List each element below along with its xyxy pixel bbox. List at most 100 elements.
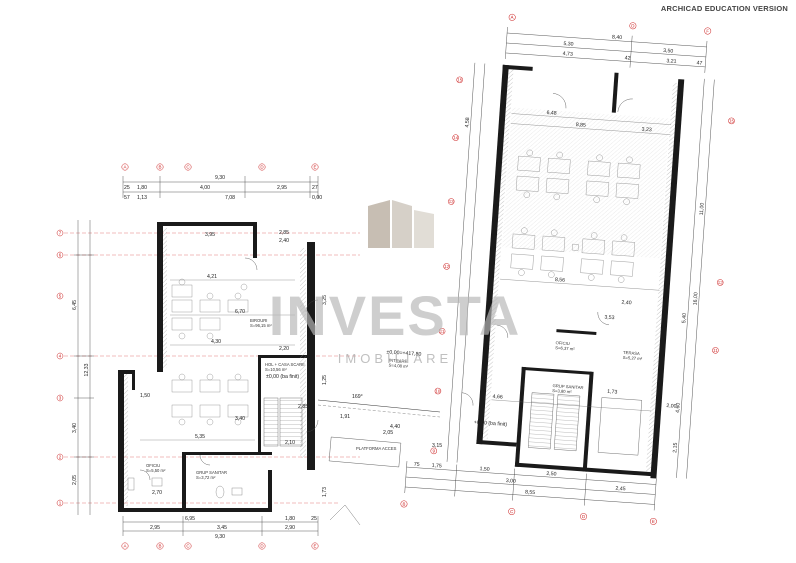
misc-dim-1: 1,91 bbox=[340, 414, 350, 420]
right-inner-dim-5: 3,53 bbox=[604, 314, 615, 321]
left-grid-markers-bottom: A B C D E bbox=[121, 542, 319, 550]
right-doors bbox=[461, 93, 633, 406]
left-grid-bottom-5: E bbox=[313, 544, 316, 549]
left-sanitary bbox=[127, 477, 243, 499]
right-inner-dim-4: 8,56 bbox=[555, 277, 566, 284]
left-top-dim2-2: 1,13 bbox=[137, 195, 147, 201]
entry-platform: PLATFORMA ACCES 169° 1,91 4,40 2,05 3,15… bbox=[298, 394, 442, 526]
left-inner-dim-1: 4,21 bbox=[207, 274, 217, 280]
left-grid-top-3: C bbox=[186, 165, 190, 170]
right-grid-markers-top: A D F bbox=[508, 13, 712, 35]
left-grid-top-5: E bbox=[313, 165, 316, 170]
left-grid-bottom-1: A bbox=[123, 544, 126, 549]
left-side-dim-3: 3,40 bbox=[72, 423, 78, 433]
right-grid-bottom-1: B bbox=[402, 501, 405, 506]
left-grid-side-1: 7 bbox=[59, 231, 62, 236]
right-inner-dim-1: 6,48 bbox=[546, 110, 557, 117]
left-walls bbox=[118, 222, 315, 512]
left-side-dim-2: 12,33 bbox=[84, 363, 90, 376]
right-bottom-dim-4: 2,50 bbox=[546, 471, 557, 478]
left-inner-dim-8: 2,70 bbox=[152, 490, 162, 496]
edition-note: ARCHICAD EDUCATION VERSION bbox=[660, 4, 788, 13]
left-bottom-dim-1: 2,95 bbox=[150, 525, 160, 531]
left-grid-top-1: A bbox=[123, 165, 126, 170]
left-top-dim2-1: 57 bbox=[124, 195, 130, 201]
right-side-dimensions bbox=[446, 62, 715, 479]
left-side-dimensions bbox=[74, 220, 94, 515]
left-top-dimensions bbox=[122, 176, 319, 198]
right-room-intrare-area: S=4,08 m² bbox=[388, 363, 408, 369]
right-grid-top-2: D bbox=[631, 23, 635, 28]
left-bottom-dim-3: 2,90 bbox=[285, 525, 295, 531]
left-inner-dim-4: 3,95 bbox=[205, 232, 215, 238]
right-grid-side-r1: 15 bbox=[729, 118, 735, 123]
left-wall-insulation-2 bbox=[124, 374, 128, 506]
right-wall-insulation bbox=[482, 69, 514, 439]
right-inner-dim-8: 1,73 bbox=[607, 389, 618, 396]
misc-dim-2: 4,40 bbox=[390, 424, 400, 430]
left-room-birouri: BIROURI bbox=[250, 318, 267, 323]
left-top-dim-3: 4,00 bbox=[200, 185, 210, 191]
left-level: ±0,00 (ba finit) bbox=[266, 374, 299, 380]
left-top-dim-4: 2,95 bbox=[277, 185, 287, 191]
right-bottom-total: 8,55 bbox=[525, 489, 536, 496]
right-grid-side-7: 9 bbox=[432, 448, 435, 453]
left-room-grup-sanitar-area: S=3,72 m² bbox=[196, 475, 216, 480]
right-grid-side-1: 15 bbox=[457, 77, 463, 82]
left-right-dim-2: 1,25 bbox=[322, 375, 328, 385]
right-bottom-dim2-1: 3,00 bbox=[506, 478, 517, 485]
right-inner-dim-9: 2,00 bbox=[666, 403, 677, 410]
right-grid-bottom-2: C bbox=[510, 509, 514, 514]
right-stair bbox=[528, 392, 555, 450]
right-inner-dim-3: 3,23 bbox=[641, 127, 652, 134]
angle-label: 169° bbox=[352, 394, 363, 400]
left-grid-bottom-2: B bbox=[158, 544, 161, 549]
left-inner-dim-5: 5,35 bbox=[195, 434, 205, 440]
left-bottom-dim2-2: 1,80 bbox=[285, 516, 295, 522]
left-grid-side-2: 6 bbox=[59, 253, 62, 258]
left-side-dim-4: 2,05 bbox=[72, 475, 78, 485]
left-grid-side-4: 4 bbox=[59, 354, 62, 359]
left-grid-side-5: 3 bbox=[59, 396, 62, 401]
left-grid-markers-side: 7 6 5 4 3 2 1 bbox=[56, 229, 360, 507]
left-top-dim-5: 27 bbox=[312, 185, 318, 191]
left-inner-dim-12: 2,20 bbox=[279, 346, 289, 352]
right-terrace-box bbox=[597, 397, 642, 456]
watermark-brand: INVESTA bbox=[269, 284, 522, 347]
right-room-terasa: TERASA bbox=[623, 350, 640, 356]
left-inner-dim-7: 2,10 bbox=[285, 440, 295, 446]
left-inner-dim-9: 1,50 bbox=[140, 393, 150, 399]
left-bottom-dim2-1: 6,95 bbox=[185, 516, 195, 522]
left-grid-bottom-3: C bbox=[186, 544, 190, 549]
right-wall-insulation-2 bbox=[645, 82, 679, 473]
left-desks bbox=[171, 278, 249, 426]
right-room-grup-sanitar: GRUP SANITAR bbox=[552, 383, 583, 390]
right-grid-side-4: 12 bbox=[444, 264, 450, 269]
right-top-dim2-2: 42 bbox=[625, 55, 631, 61]
right-grid-top-1: A bbox=[510, 15, 513, 20]
right-grid-markers-side: 15 14 13 12 11 10 9 15 12 11 bbox=[430, 76, 735, 455]
right-top-dim2-4: 47 bbox=[696, 60, 702, 66]
right-side-dim-4: 16,00 bbox=[693, 292, 700, 305]
watermark-subtitle: IMOBILIARE bbox=[338, 351, 452, 366]
right-top-dim-1: 5,30 bbox=[563, 41, 574, 48]
right-inner-dim-6: 2,40 bbox=[621, 300, 632, 307]
left-right-dim-3: 1,73 bbox=[322, 487, 328, 497]
right-grid-side-3: 13 bbox=[449, 199, 455, 204]
left-inner-dim-lines bbox=[140, 279, 295, 441]
left-grid-side-7: 1 bbox=[59, 501, 62, 506]
right-bottom-dim-3: 1,50 bbox=[479, 466, 490, 473]
right-grid-side-5: 11 bbox=[440, 329, 446, 334]
left-doors bbox=[139, 257, 319, 481]
left-bottom-dim-2: 3,45 bbox=[217, 525, 227, 531]
left-room-grup-sanitar: GRUP SANITAR bbox=[196, 470, 227, 475]
right-level-2: +0,00 (ba finit) bbox=[474, 420, 508, 428]
misc-dim-3: 2,05 bbox=[383, 430, 393, 436]
right-inner-dim-7: 4,66 bbox=[492, 394, 503, 401]
left-top-dim2-3: 7,08 bbox=[225, 195, 235, 201]
watermark-logo-icon bbox=[368, 200, 434, 248]
left-bottom-total: 9,30 bbox=[215, 534, 225, 540]
right-room-grup-sanitar-area: S=3,80 m² bbox=[552, 388, 572, 394]
right-plan: 8,40 5,30 3,50 4,73 42 3,21 47 A D F 15 … bbox=[386, 13, 735, 525]
right-top-dim2-3: 3,21 bbox=[666, 58, 677, 65]
